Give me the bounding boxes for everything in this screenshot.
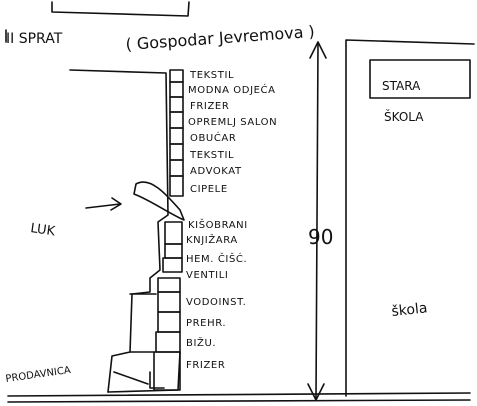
sprat-label: II SPRAT: [6, 31, 63, 47]
shop-label: KNJIŽARA: [186, 233, 238, 246]
shop-label: VENTILI: [186, 270, 228, 281]
shop-box-8: [169, 175, 184, 197]
ground-floor-inner: [149, 371, 165, 389]
shop-label: VODOINST.: [186, 297, 246, 308]
shop-box-6: [169, 143, 184, 161]
shop-label: MODNA ODJEĆA: [188, 83, 276, 96]
shop-box-4: [169, 111, 184, 129]
stara-skola-line2: ŠKOLA: [384, 109, 424, 124]
shop-box-12: [157, 277, 181, 293]
shop-box-1: [169, 69, 184, 83]
skola-building: [345, 39, 475, 397]
prodavnica-pointer: [113, 371, 149, 385]
shop-label: TEKSTIL: [189, 70, 234, 81]
stara-skola-box: [369, 59, 471, 99]
top-box-fragment: [51, 1, 190, 17]
skola-label: škola: [391, 300, 428, 320]
shop-label: KIŠOBRANI: [188, 218, 248, 231]
shop-label: OBUĆAR: [190, 131, 236, 144]
arch-shape: [133, 181, 185, 221]
dimension-arrow-bottom: [307, 383, 325, 401]
shop-label: FRIZER: [190, 101, 229, 112]
street-line-2: [7, 399, 471, 403]
shop-label: OPREMLJ SALON: [188, 117, 277, 128]
prodavnica-label: PRODAVNICA: [5, 365, 72, 385]
shop-box-13: [157, 291, 181, 313]
arch-arrow-head: [110, 197, 122, 211]
ground-floor-outline: [107, 293, 181, 393]
shop-label: HEM. ČIŠĆ.: [186, 252, 247, 265]
stara-skola-line1: STARA: [382, 79, 421, 93]
dimension-arrow-top: [309, 41, 327, 59]
shop-label: FRIZER: [186, 360, 225, 371]
street-label: ( Gospodar Jevremova ): [125, 22, 315, 54]
shop-label: PREHR.: [186, 318, 226, 329]
shop-box-5: [169, 127, 184, 145]
shop-label: ADVOKAT: [190, 166, 242, 177]
shop-box-14: [157, 311, 181, 333]
shop-box-15: [155, 331, 181, 353]
shop-label: TEKSTIL: [189, 150, 234, 161]
shop-box-16: [153, 351, 181, 391]
shop-box-10: [164, 243, 183, 259]
shop-box-2: [169, 81, 184, 98]
shop-box-9: [164, 221, 183, 245]
shop-label: BIŽU.: [186, 336, 216, 349]
dimension-line: [315, 43, 319, 399]
arch-arrow: [85, 203, 121, 209]
shop-box-7: [169, 159, 184, 177]
arch-label: LUK: [29, 221, 56, 239]
shop-box-11: [162, 257, 183, 273]
shop-label: CIPELE: [190, 184, 228, 195]
street-line: [7, 392, 471, 397]
shop-box-3: [169, 96, 184, 113]
building-outline: [69, 69, 169, 393]
dimension-value: 90: [308, 225, 333, 249]
